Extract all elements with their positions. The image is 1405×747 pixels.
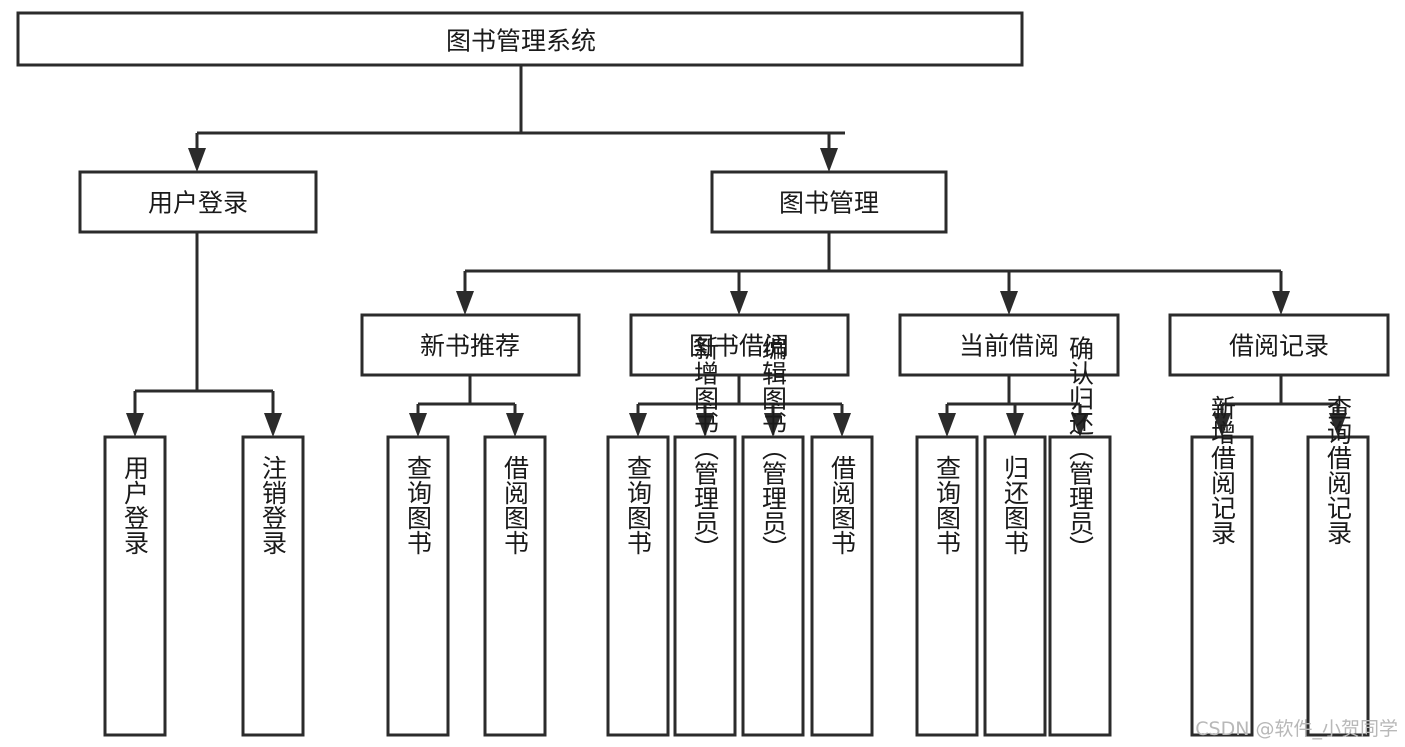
node-current-borrow[interactable]: 当前借阅 bbox=[898, 313, 1120, 377]
leaf-current-borrow-return-label: 归还图书 bbox=[1001, 455, 1030, 555]
leaf-book-borrow-query-label: 查询图书 bbox=[624, 455, 653, 555]
watermark-text: CSDN @软件_小贺同学 bbox=[1195, 718, 1398, 740]
node-new-book-recommend-label: 新书推荐 bbox=[420, 332, 520, 361]
leaf-borrow-record-query-label: 查询借阅记录 bbox=[1324, 395, 1353, 545]
leaf-user-login-logout-label: 注销登录 bbox=[259, 455, 288, 555]
connector-root-to-level2 bbox=[188, 65, 845, 172]
leaf-borrow-record-add[interactable]: 新增借阅记录 bbox=[1190, 395, 1254, 737]
connector-borrowrecord-to-leaves bbox=[1213, 375, 1347, 437]
connector-bookborrow-to-leaves bbox=[629, 375, 851, 437]
leaf-book-borrow-borrow-label: 借阅图书 bbox=[828, 455, 857, 555]
leaf-book-borrow-borrow[interactable]: 借阅图书 bbox=[810, 435, 874, 737]
leaf-current-borrow-query[interactable]: 查询图书 bbox=[915, 435, 979, 737]
node-new-book-recommend[interactable]: 新书推荐 bbox=[360, 313, 581, 377]
leaf-user-login-login[interactable]: 用户登录 bbox=[103, 435, 167, 737]
leaf-new-book-borrow[interactable]: 借阅图书 bbox=[483, 435, 547, 737]
leaf-book-borrow-add-label: 新增图书（管理员） bbox=[691, 336, 720, 561]
leaf-new-book-query-label: 查询图书 bbox=[404, 455, 433, 555]
node-root-label: 图书管理系统 bbox=[446, 27, 596, 56]
node-book-borrow[interactable]: 图书借阅 bbox=[629, 313, 850, 377]
leaf-user-login-logout[interactable]: 注销登录 bbox=[241, 435, 305, 737]
leaf-book-borrow-edit-label: 编辑图书（管理员） bbox=[759, 336, 788, 561]
leaf-new-book-borrow-label: 借阅图书 bbox=[501, 455, 530, 555]
node-book-management[interactable]: 图书管理 bbox=[710, 170, 948, 234]
leaf-current-borrow-return[interactable]: 归还图书 bbox=[983, 435, 1047, 737]
leaf-book-borrow-edit[interactable]: 编辑图书（管理员） bbox=[741, 336, 805, 737]
node-current-borrow-label: 当前借阅 bbox=[959, 332, 1059, 361]
node-borrow-record-label: 借阅记录 bbox=[1229, 332, 1329, 361]
node-root-book-management-system[interactable]: 图书管理系统 bbox=[16, 11, 1024, 67]
leaf-user-login-login-label: 用户登录 bbox=[121, 455, 150, 555]
node-user-login-label: 用户登录 bbox=[148, 189, 248, 218]
leaf-borrow-record-add-label: 新增借阅记录 bbox=[1208, 395, 1237, 545]
leaf-current-borrow-query-label: 查询图书 bbox=[933, 455, 962, 555]
node-user-login[interactable]: 用户登录 bbox=[78, 170, 318, 234]
leaf-current-borrow-confirm-return-label: 确认归还（管理员） bbox=[1066, 336, 1095, 561]
leaf-borrow-record-query[interactable]: 查询借阅记录 bbox=[1306, 395, 1370, 737]
node-borrow-record[interactable]: 借阅记录 bbox=[1168, 313, 1390, 377]
connector-currentborrow-to-leaves bbox=[938, 375, 1089, 437]
leaf-new-book-query[interactable]: 查询图书 bbox=[386, 435, 450, 737]
connector-userlogin-to-leaves bbox=[126, 232, 282, 437]
connector-newbook-to-leaves bbox=[409, 375, 524, 437]
leaf-book-borrow-add[interactable]: 新增图书（管理员） bbox=[673, 336, 737, 737]
leaf-current-borrow-confirm-return[interactable]: 确认归还（管理员） bbox=[1048, 336, 1112, 737]
node-book-borrow-label: 图书借阅 bbox=[689, 332, 789, 361]
connector-bookmgmt-to-level3 bbox=[456, 232, 1290, 315]
node-book-management-label: 图书管理 bbox=[779, 189, 879, 218]
leaf-book-borrow-query[interactable]: 查询图书 bbox=[606, 435, 670, 737]
